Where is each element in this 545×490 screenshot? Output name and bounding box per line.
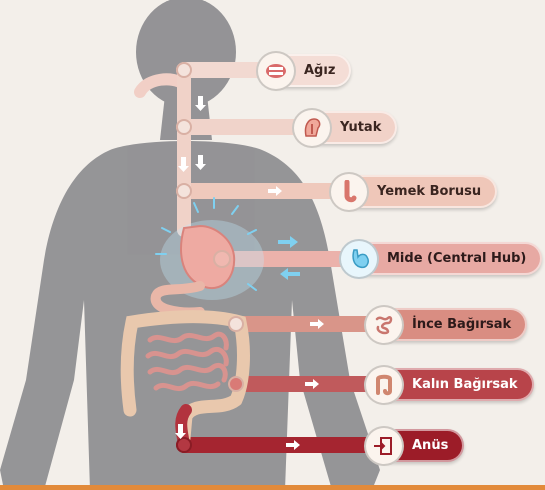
small-intestine-icon [364,305,404,345]
organ-pill-stomach[interactable]: Mide (Central Hub) [345,242,542,275]
organ-pill-anus[interactable]: Anüs [370,429,464,462]
organ-pill-mouth[interactable]: Ağız [262,54,351,87]
esophagus-icon [329,172,369,212]
stomach-icon [339,239,379,279]
mouth-icon [256,51,296,91]
organ-label: Yutak [340,120,381,135]
organ-pill-esophagus[interactable]: Yemek Borusu [335,175,497,208]
throat-icon [292,108,332,148]
bottom-accent-bar [0,485,545,490]
organ-label: İnce Bağırsak [412,317,511,332]
organ-label: Ağız [304,63,335,78]
organ-label: Kalın Bağırsak [412,377,518,392]
organ-label: Anüs [412,438,448,453]
anus-icon [364,426,404,466]
organ-label: Yemek Borusu [377,184,481,199]
large-intestine-icon [364,365,404,405]
organ-pill-pharynx[interactable]: Yutak [298,111,397,144]
organ-label: Mide (Central Hub) [387,251,526,266]
organ-pill-large-intestine[interactable]: Kalın Bağırsak [370,368,534,401]
organ-pill-small-intestine[interactable]: İnce Bağırsak [370,308,527,341]
